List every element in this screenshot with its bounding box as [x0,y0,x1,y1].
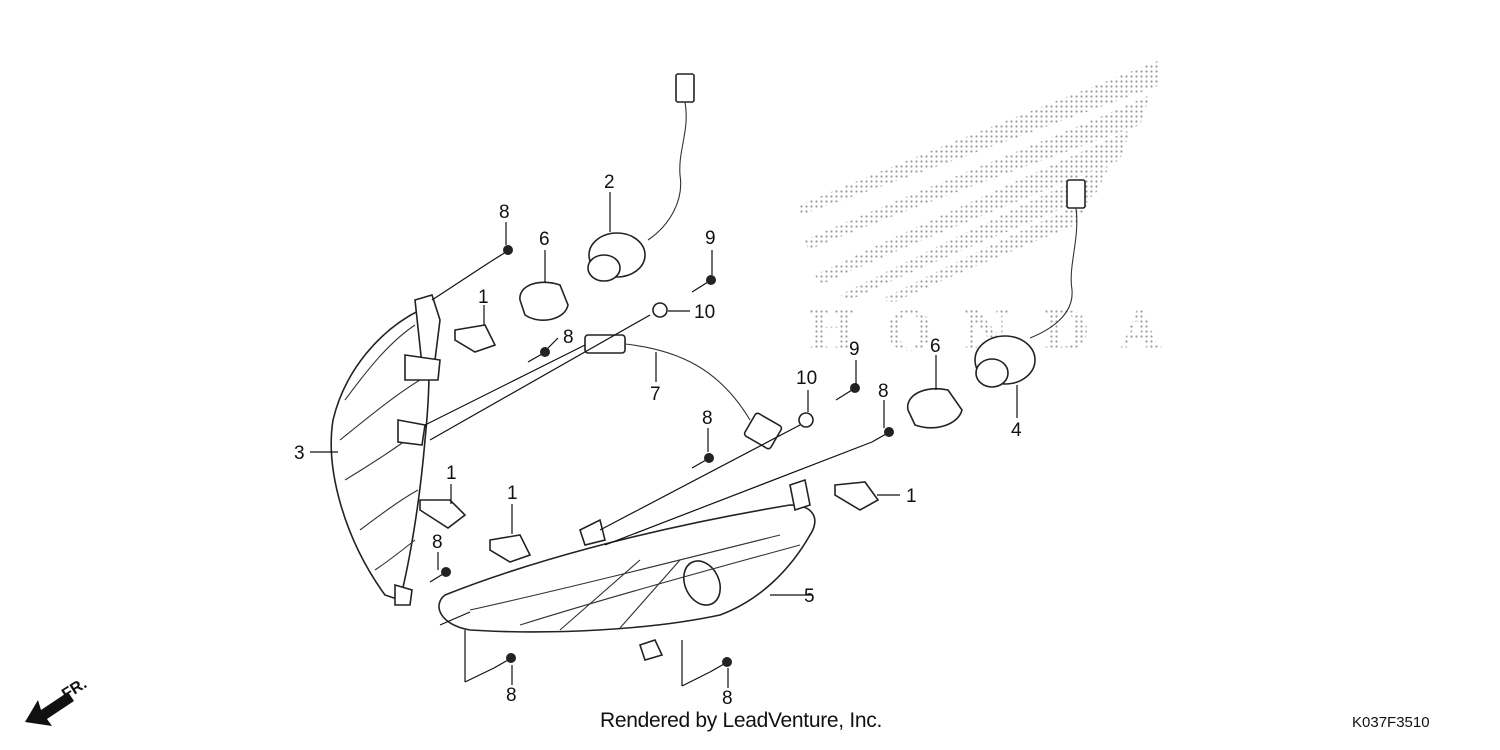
diagram-code: K037F3510 [1352,714,1430,731]
callout-10a: 10 [694,302,715,323]
screw-8g [709,657,732,673]
bolt-9b [835,383,860,401]
screw-8b [527,347,550,363]
turn-signal-housing [438,478,816,661]
screw-8a [489,245,513,263]
callout-3: 3 [294,443,305,464]
callout-8b: 8 [563,327,574,348]
callout-8e: 8 [432,532,443,553]
clip-1b [419,499,467,529]
callout-10b: 10 [796,368,817,389]
front-direction-arrow-icon: FR. [25,675,90,726]
callout-8c: 8 [702,408,713,429]
bolt-9a [691,275,716,293]
bulb-left [519,281,569,321]
nut-10a [652,302,668,318]
callout-2: 2 [604,172,615,193]
callout-8a: 8 [499,202,510,223]
screw-8e [429,567,451,583]
callout-6a: 6 [539,229,550,250]
callout-4: 4 [1011,420,1022,441]
honda-wing-logo: HONDA [800,60,1161,363]
screw-8c [691,453,714,469]
assembly-lines [424,261,873,687]
callout-7: 7 [650,384,661,405]
screw-8f [493,653,516,669]
callout-9b: 9 [849,339,860,360]
render-credit: Rendered by LeadVenture, Inc. [600,709,883,732]
clip-1d [834,481,880,511]
callout-8f: 8 [506,685,517,706]
callout-9a: 9 [705,228,716,249]
callout-1b: 1 [446,463,457,484]
callout-1d: 1 [906,486,917,507]
callout-5: 5 [804,586,815,607]
screw-8d [871,427,894,443]
turn-socket-wiring [974,179,1086,388]
harness-bracket [584,334,783,450]
headlight-socket-wiring [587,73,695,282]
nut-10b [798,412,814,428]
callout-6b: 6 [930,336,941,357]
headlight-assembly [330,294,441,606]
callout-8d: 8 [878,381,889,402]
callout-1a: 1 [478,287,489,308]
clip-1c [489,534,532,563]
leader-lines [310,192,1018,688]
callout-8g: 8 [722,688,733,709]
clip-1a [454,324,497,353]
bulb-right [907,388,963,429]
callout-1c: 1 [507,483,518,504]
